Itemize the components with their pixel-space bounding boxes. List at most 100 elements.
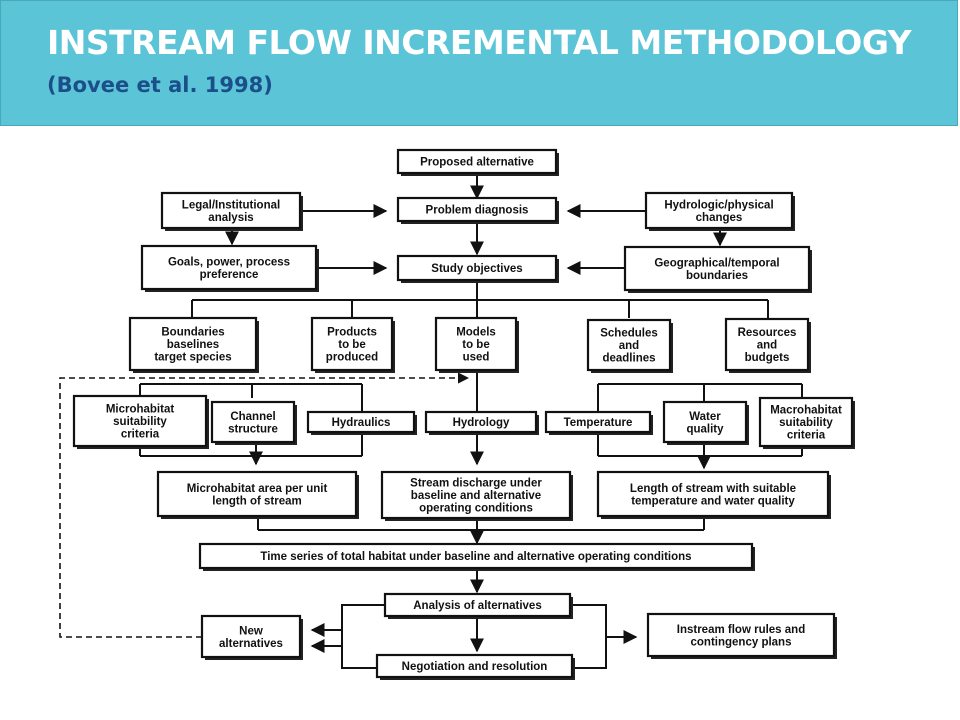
node-box	[383, 592, 572, 618]
node-box	[140, 244, 318, 291]
node-label: Geographical/temporal	[654, 257, 779, 269]
node-box	[306, 410, 416, 434]
node-label: Products	[327, 327, 377, 339]
node-label: preference	[200, 269, 259, 281]
node-label: temperature and water quality	[631, 495, 795, 507]
node-label: analysis	[208, 212, 253, 224]
node-box	[396, 148, 558, 175]
node-label: Microhabitat	[106, 404, 175, 416]
node-label: suitability	[779, 417, 833, 429]
node-label: Stream discharge under	[410, 478, 542, 490]
node-label: suitability	[113, 416, 167, 428]
node-label: Instream flow rules and	[677, 624, 805, 636]
node-proposed: Proposed alternative	[396, 148, 559, 176]
node-label: baseline and alternative	[411, 490, 541, 502]
node-box	[310, 316, 394, 372]
node-problem: Problem diagnosis	[396, 196, 559, 224]
node-label: budgets	[745, 352, 790, 364]
node-study: Study objectives	[396, 254, 559, 283]
node-label: criteria	[787, 430, 826, 442]
node-label: Proposed alternative	[420, 157, 534, 169]
node-hydrology: Hydrology	[424, 410, 539, 435]
node-label: operating conditions	[419, 503, 533, 515]
node-box	[198, 542, 754, 570]
node-label: Time series of total habitat under basel…	[260, 551, 691, 563]
node-label: target species	[154, 352, 231, 364]
node-box	[380, 470, 572, 520]
node-label: Microhabitat area per unit	[187, 483, 328, 495]
page-title: INSTREAM FLOW INCREMENTAL METHODOLOGY	[47, 23, 912, 62]
node-label: Study objectives	[431, 263, 522, 275]
node-label: to be	[338, 339, 365, 351]
node-box	[724, 317, 810, 372]
node-label: Temperature	[564, 417, 633, 429]
node-label: to be	[462, 339, 489, 351]
page-subtitle: (Bovee et al. 1998)	[47, 73, 273, 97]
node-label: Problem diagnosis	[426, 205, 529, 217]
node-box	[156, 470, 358, 518]
node-box	[72, 394, 208, 448]
node-box	[210, 400, 296, 444]
node-box	[396, 196, 558, 223]
node-label: baselines	[167, 339, 219, 351]
node-box	[586, 318, 672, 372]
node-timeseries: Time series of total habitat under basel…	[198, 542, 755, 571]
node-box	[375, 653, 574, 679]
node-label: boundaries	[686, 270, 748, 282]
node-label: contingency plans	[691, 636, 792, 648]
title-banner: INSTREAM FLOW INCREMENTAL METHODOLOGY (B…	[0, 0, 958, 126]
node-label: and	[757, 340, 777, 352]
node-label: Hydraulics	[332, 417, 391, 429]
node-label: Models	[456, 327, 496, 339]
node-label: changes	[696, 212, 743, 224]
line-loop-right	[570, 604, 607, 669]
node-label: alternatives	[219, 638, 283, 650]
node-box	[434, 316, 518, 372]
node-label: Analysis of alternatives	[413, 600, 541, 612]
node-negotiation: Negotiation and resolution	[375, 653, 575, 680]
node-label: length of stream	[212, 495, 301, 507]
node-label: Macrohabitat	[770, 405, 842, 417]
node-label: Resources	[738, 327, 797, 339]
node-box	[128, 316, 258, 372]
node-label: quality	[686, 423, 724, 435]
node-box	[596, 470, 830, 518]
node-box	[758, 396, 854, 448]
node-analysis: Analysis of alternatives	[383, 592, 573, 619]
node-box	[424, 410, 538, 434]
node-box	[544, 410, 652, 434]
node-label: Negotiation and resolution	[402, 661, 548, 673]
node-box	[160, 191, 302, 230]
node-label: Legal/Institutional	[182, 199, 280, 211]
node-box	[623, 245, 811, 292]
node-box	[200, 614, 302, 659]
node-box	[662, 400, 748, 444]
connectors	[59, 173, 803, 669]
node-label: Water	[689, 411, 721, 423]
node-box	[396, 254, 558, 282]
node-label: criteria	[121, 429, 160, 441]
node-label: used	[463, 352, 490, 364]
node-label: Channel	[230, 411, 275, 423]
node-hydraulics: Hydraulics	[306, 410, 417, 435]
node-label: New	[239, 625, 263, 637]
dashed-feedback-loop	[59, 372, 470, 638]
node-box	[644, 191, 794, 230]
node-label: Schedules	[600, 328, 658, 340]
node-label: structure	[228, 423, 278, 435]
line-loop-left	[341, 604, 385, 669]
